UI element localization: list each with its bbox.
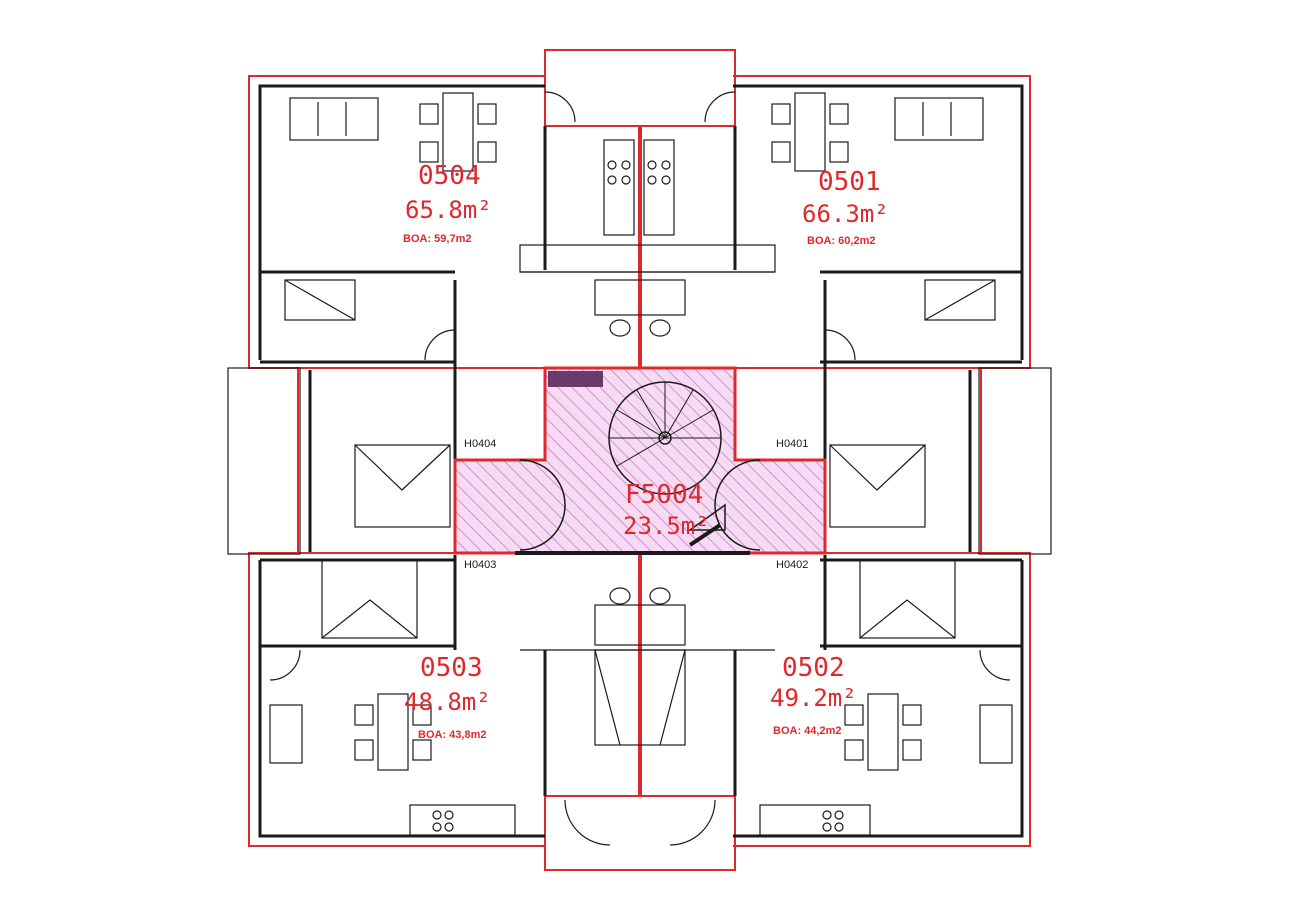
door-label-h0404: H0404 xyxy=(464,438,496,450)
stair-id: F5004 xyxy=(625,480,703,510)
unit-boa: BOA: 60,2m2 xyxy=(807,235,875,247)
unit-boundaries xyxy=(248,49,1031,871)
stair-core xyxy=(453,366,827,555)
furniture xyxy=(269,91,1013,846)
unit-area: 48.8m² xyxy=(404,688,491,716)
unit-id: 0502 xyxy=(782,653,845,683)
interior-walls xyxy=(260,126,1022,796)
unit-label-0504: 0504 65.8m² BOA: 59,7m2 xyxy=(403,161,492,245)
unit-boa: BOA: 43,8m2 xyxy=(418,729,486,741)
unit-label-0502: 0502 49.2m² BOA: 44,2m2 xyxy=(770,653,857,737)
unit-area: 66.3m² xyxy=(802,200,889,228)
unit-label-0501: 0501 66.3m² BOA: 60,2m2 xyxy=(802,167,889,247)
stair-area: 23.5m² xyxy=(623,512,710,540)
unit-area: 65.8m² xyxy=(405,196,492,224)
door-label-h0402: H0402 xyxy=(776,559,808,571)
spiral-stair-icon xyxy=(608,381,722,495)
unit-id: 0504 xyxy=(418,161,481,191)
unit-label-0503: 0503 48.8m² BOA: 43,8m2 xyxy=(404,653,491,741)
unit-boa: BOA: 59,7m2 xyxy=(403,233,471,245)
door-label-h0403: H0403 xyxy=(464,559,496,571)
unit-id: 0501 xyxy=(818,167,881,197)
outer-walls xyxy=(227,84,1052,838)
unit-boa: BOA: 44,2m2 xyxy=(773,725,841,737)
unit-id: 0503 xyxy=(420,653,483,683)
unit-area: 49.2m² xyxy=(770,684,857,712)
door-label-h0401: H0401 xyxy=(776,438,808,450)
stair-label: F5004 23.5m² xyxy=(623,480,710,540)
